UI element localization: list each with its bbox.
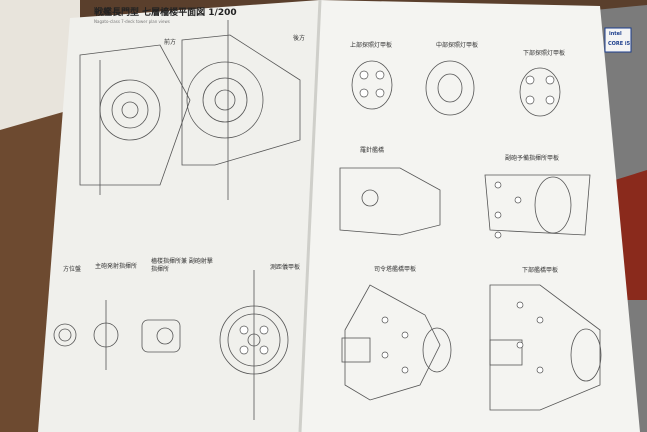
top-searchlight-plan	[351, 60, 393, 110]
label-lower-bridge: 下部艦橋甲板	[522, 267, 559, 274]
label-tower-command: 檣楼指揮所兼 副砲射撃指揮所	[151, 258, 213, 273]
label-aux-gun-control: 副砲予備指揮所甲板	[505, 155, 560, 162]
tower-front-view	[79, 44, 191, 195]
label-command-bridge: 司令塔艦橋甲板	[374, 266, 417, 273]
tower-command-plan	[141, 319, 181, 353]
left-page	[38, 0, 320, 432]
tower-side-view	[181, 20, 301, 200]
intel-sticker	[604, 27, 632, 53]
page-subtitle: Nagato-class 7-deck tower plan views	[94, 19, 170, 24]
book-gutter	[298, 0, 322, 432]
label-front: 前方	[164, 39, 177, 46]
rangefinder-plan	[53, 323, 77, 347]
command-bridge-plan	[344, 284, 441, 401]
label-top-searchlight: 上部探照灯甲板	[350, 42, 393, 49]
compass-bridge-plan	[339, 167, 441, 236]
mid-searchlight-plan	[425, 60, 475, 116]
label-range-deck: 測距儀甲板	[270, 264, 301, 271]
label-rear: 後方	[293, 35, 306, 42]
right-page	[300, 0, 640, 432]
aux-gun-control-plan	[484, 174, 591, 236]
low-searchlight-plan	[519, 67, 561, 117]
label-main-gun-director: 主砲発射指揮所	[95, 263, 138, 270]
label-compass-bridge: 羅針艦橋	[360, 147, 385, 154]
label-mid-searchlight: 中部探照灯甲板	[436, 42, 479, 49]
label-low-searchlight: 下部探照灯甲板	[523, 50, 566, 57]
sticker-model: CORE i5	[608, 41, 631, 47]
lower-bridge-plan	[489, 284, 601, 411]
sticker-brand: intel	[609, 31, 622, 37]
page-title: 戦艦長門型 七層檣楼平面図 1/200	[94, 8, 237, 18]
label-rangefinder: 方位盤	[63, 266, 82, 273]
